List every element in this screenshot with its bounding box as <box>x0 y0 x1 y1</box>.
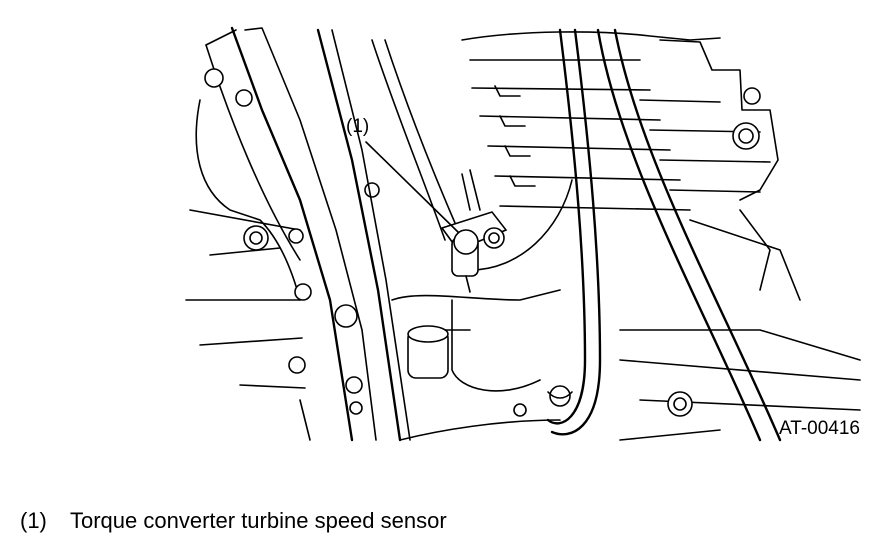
callout-label: (1) <box>346 116 370 137</box>
turbine-speed-sensor <box>440 169 508 293</box>
transmission-illustration <box>185 26 861 442</box>
callout-leader <box>365 141 459 233</box>
hoses <box>469 28 782 442</box>
flange-column <box>316 28 459 442</box>
figure-code: AT-00416 <box>779 418 860 439</box>
legend-text: Torque converter turbine speed sensor <box>70 508 447 533</box>
lower-housing <box>391 289 861 441</box>
legend-number: (1) <box>20 508 47 533</box>
legend-item: (1) Torque converter turbine speed senso… <box>20 508 447 534</box>
left-housing <box>185 26 380 442</box>
ribbed-case <box>461 31 801 301</box>
